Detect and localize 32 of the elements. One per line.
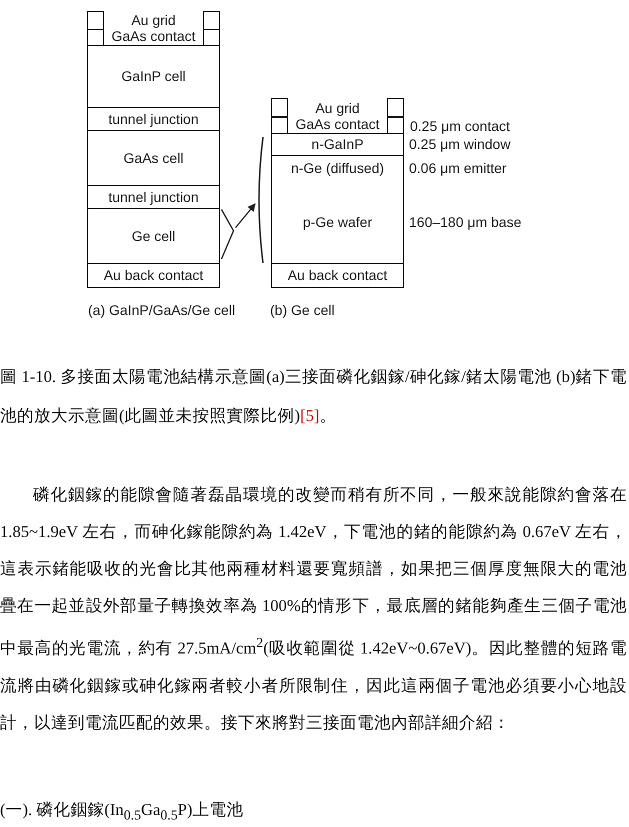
layer-label: n-GaInP bbox=[311, 136, 364, 152]
layer-label: GaInP cell bbox=[121, 68, 186, 84]
section-heading: (一). 磷化銦鎵(In$_{0.5}$Ga$_{0.5}$P)上電池 bbox=[0, 799, 244, 824]
figure-caption: 圖 1-10. 多接面太陽電池結構示意圖(a)三接面磷化銦鎵/砷化鎵/鍺太陽電池 (b)鍺下電池的放大示意圖(此圖並未按照實際比例)[5]。 bbox=[0, 366, 627, 427]
layer-label: tunnel junction bbox=[108, 110, 199, 127]
layer-box bbox=[87, 184, 220, 209]
figure-sublabel: (b) Ge cell bbox=[270, 302, 336, 318]
body-paragraph: 磷化銦鎵的能隙會隨著磊晶環境的改變而稍有所不同，一般來說能隙約會落在 1.85~1.9eV 左右，而砷化鎵能隙約為 1.42eV，下電池的鍺的能隙約為 0.67eV 左右，這表示鍺能吸收的光會比其他兩種材料還要寬頻譜，如果把三個厚度無限大的電池疊在一起並設外部量子轉換效率為 100%的情形下，最底層的鍺能夠產生三個子電池中最高的光電流，約有 27.5mA/cm$^{2}$(吸收範圍從 1.42eV~0.67eV)。因此整體的短路電流將由磷化銦鎵或砷化鎵兩者較小者所限制住，因此這兩個子電池必須要小心地設計，以達到電流匹配的效果。接下來將對三接面電池內部詳細介紹： bbox=[0, 484, 627, 734]
layer-label: GaAs cell bbox=[124, 150, 184, 166]
thickness-label: 0.25 μm window bbox=[409, 136, 510, 152]
thickness-label: 160–180 μm base bbox=[409, 214, 522, 230]
layer-label: tunnel junction bbox=[108, 188, 199, 205]
arrow bbox=[220, 203, 256, 260]
layer-box bbox=[87, 106, 220, 131]
layer-label: Au back contact bbox=[288, 267, 388, 284]
layer-box bbox=[87, 44, 220, 108]
layer-label: GaAs contact bbox=[295, 116, 380, 132]
layer-label: p-Ge wafer bbox=[302, 214, 372, 230]
figure-sublabel: (a) GaInP/GaAs/Ge cell bbox=[88, 302, 236, 318]
thickness-label: 0.25 μm contact bbox=[410, 118, 510, 134]
layer-box bbox=[271, 262, 404, 288]
contact-layer bbox=[87, 11, 220, 46]
layer-box bbox=[87, 208, 220, 264]
layer-label: Au grid bbox=[131, 12, 176, 28]
layer-label: Ge cell bbox=[132, 228, 176, 244]
thickness-label: 0.06 μm emitter bbox=[409, 160, 507, 176]
layer-box bbox=[87, 130, 220, 186]
layer-box bbox=[87, 262, 220, 288]
layer-label: Au grid bbox=[315, 100, 360, 116]
layer-label: n-Ge (diffused) bbox=[290, 160, 384, 176]
layer-label: GaAs contact bbox=[111, 28, 196, 44]
layer-label: Au back contact bbox=[104, 267, 204, 284]
